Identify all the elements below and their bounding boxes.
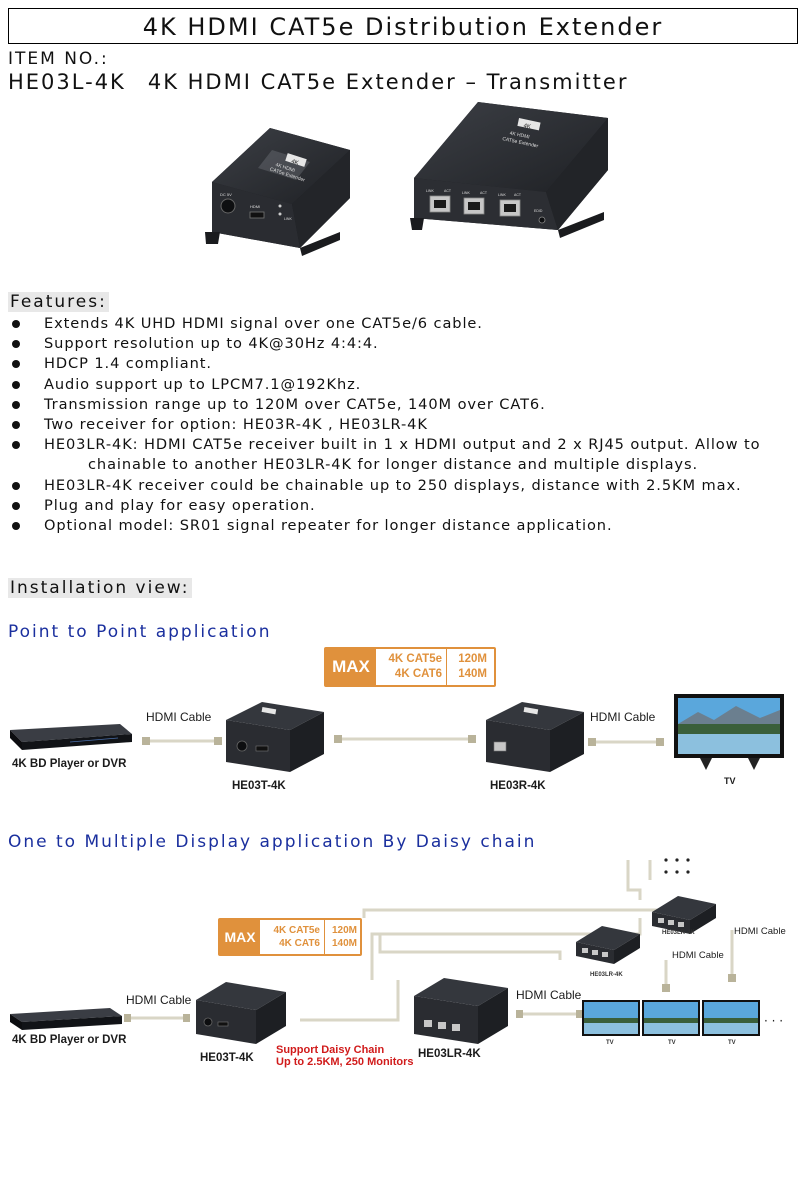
- back-port-act-1: ACT: [444, 189, 452, 193]
- max-d1: 120M: [458, 653, 487, 665]
- features-heading: Features:: [8, 292, 109, 312]
- rx-small-2-icon: [576, 926, 640, 964]
- back-port-act-2: ACT: [480, 191, 488, 195]
- front-port-hdmi: HDMI: [250, 204, 260, 209]
- feature-item: Support resolution up to 4K@30Hz 4:4:4.: [8, 334, 798, 354]
- back-port-link-3: LINK: [498, 193, 506, 197]
- max-cat5e: 4K CAT5e: [388, 653, 442, 665]
- daisy-tv-label: TV: [668, 1040, 676, 1046]
- back-badge: 4K: [523, 123, 531, 130]
- p2p-max-badge: MAX 4K CAT5e 4K CAT6 120M 140M: [324, 647, 496, 687]
- daisy-source-label: 4K BD Player or DVR: [12, 1034, 127, 1046]
- daisy-ellipsis: · · ·: [764, 1014, 784, 1028]
- rx-device-icon: [486, 702, 584, 772]
- p2p-tv-label: TV: [724, 776, 736, 786]
- daisy-tx-label: HE03T-4K: [200, 1052, 254, 1064]
- front-port-dc: DC 5V: [220, 192, 232, 197]
- product-photo-front: 4K 4K HDMI CAT5e Extender DC 5V HDMI LIN…: [205, 128, 350, 256]
- chain-cable-topleft: [626, 860, 642, 900]
- max-d2: 140M: [331, 938, 357, 949]
- max-d2: 140M: [458, 668, 487, 680]
- feature-item: Extends 4K UHD HDMI signal over one CAT5…: [8, 314, 798, 334]
- daisy-hdmi-cable-main-label: HDMI Cable: [516, 988, 582, 1002]
- daisy-tv-icons: [582, 1000, 760, 1036]
- feature-item: Plug and play for easy operation.: [8, 496, 798, 516]
- chain-cable-mid: [378, 934, 562, 960]
- feature-item: HDCP 1.4 compliant.: [8, 354, 798, 374]
- product-photo-back: 4K 4K HDMI CAT5e Extender LINK ACT LINK …: [410, 102, 608, 238]
- daisy-tx-device-icon: [196, 982, 286, 1044]
- back-name-1: 4K HDMI: [509, 130, 530, 140]
- model-number: HE03L-4K: [8, 70, 126, 94]
- daisy-rx-main-icon: [414, 978, 508, 1044]
- chain-cable-top: [362, 908, 682, 922]
- daisy-rx-main-label: HE03LR-4K: [418, 1048, 481, 1060]
- feature-item: HE03LR-4K: HDMI CAT5e receiver built in …: [8, 435, 798, 475]
- page-title: 4K HDMI CAT5e Distribution Extender: [8, 8, 798, 44]
- feature-item-continuation: chainable to another HE03LR-4K for longe…: [88, 456, 698, 474]
- max-d1: 120M: [331, 925, 357, 936]
- chain-continuation-dots: [664, 858, 690, 874]
- rx-small-1-icon: [652, 896, 716, 934]
- max-label: MAX: [220, 920, 260, 954]
- installation-heading: Installation view:: [8, 578, 192, 598]
- p2p-rx-label: HE03R-4K: [490, 780, 546, 792]
- bd-player-icon: [10, 724, 132, 750]
- max-cat5e: 4K CAT5e: [273, 925, 321, 936]
- max-cat6: 4K CAT6: [279, 938, 320, 949]
- tv-icon: [674, 694, 784, 770]
- support-line-2: Up to 2.5KM, 250 Monitors: [276, 1056, 414, 1068]
- daisy-tv-label: TV: [606, 1040, 614, 1046]
- tx-device-icon: [226, 702, 324, 772]
- back-port-link-1: LINK: [426, 189, 434, 193]
- model-line: HE03L-4K 4K HDMI CAT5e Extender – Transmi…: [8, 70, 628, 94]
- p2p-heading: Point to Point application: [8, 622, 272, 642]
- front-name-1: 4K HDMI: [275, 162, 296, 174]
- feature-item: Audio support up to LPCM7.1@192Khz.: [8, 375, 798, 395]
- support-line-1: Support Daisy Chain: [276, 1044, 385, 1056]
- feature-item: HE03LR-4K receiver could be chainable up…: [8, 476, 798, 496]
- item-no-label: ITEM NO.:: [8, 49, 109, 69]
- front-led-label: LINK: [284, 217, 292, 221]
- front-badge: 4K: [290, 159, 299, 167]
- daisy-support-note: Support Daisy Chain Up to 2.5KM, 250 Mon…: [276, 1044, 414, 1068]
- back-port-link-2: LINK: [462, 191, 470, 195]
- feature-item: Optional model: SR01 signal repeater for…: [8, 516, 798, 536]
- p2p-hdmi-cable-right-label: HDMI Cable: [590, 710, 656, 724]
- features-list: Extends 4K UHD HDMI signal over one CAT5…: [8, 314, 798, 536]
- tv-icon: [642, 1000, 700, 1036]
- feature-item: Transmission range up to 120M over CAT5e…: [8, 395, 798, 415]
- daisy-max-badge: MAX 4K CAT5e 4K CAT6 120M 140M: [218, 918, 362, 956]
- back-port-act-3: ACT: [514, 193, 522, 197]
- model-description: 4K HDMI CAT5e Extender – Transmitter: [147, 70, 629, 94]
- p2p-source-label: 4K BD Player or DVR: [12, 758, 127, 770]
- p2p-hdmi-cable-left-label: HDMI Cable: [146, 710, 212, 724]
- daisy-heading: One to Multiple Display application By D…: [8, 832, 537, 852]
- tv-icon: [702, 1000, 760, 1036]
- daisy-hdmi-cable-left-label: HDMI Cable: [126, 993, 192, 1007]
- feature-item: Two receiver for option: HE03R-4K , HE03…: [8, 415, 798, 435]
- max-label: MAX: [326, 649, 376, 685]
- daisy-hdmi-cable-top-label: HDMI Cable: [734, 926, 786, 937]
- daisy-bd-player-icon: [10, 1008, 122, 1030]
- max-cat6: 4K CAT6: [394, 668, 442, 680]
- daisy-tv-label: TV: [728, 1040, 736, 1046]
- daisy-rx-small-1-label: HE03LR-4K: [662, 930, 695, 936]
- p2p-diagram: [10, 694, 784, 772]
- chain-cable-main: [300, 980, 400, 1022]
- tv-icon: [582, 1000, 640, 1036]
- chain-cable-up: [370, 918, 642, 980]
- p2p-tx-label: HE03T-4K: [232, 780, 286, 792]
- daisy-diagram: [10, 858, 760, 1044]
- daisy-rx-small-2-label: HE03LR-4K: [590, 972, 623, 978]
- daisy-hdmi-cable-mid-label: HDMI Cable: [672, 950, 724, 961]
- back-port-edid: EDID: [534, 209, 543, 213]
